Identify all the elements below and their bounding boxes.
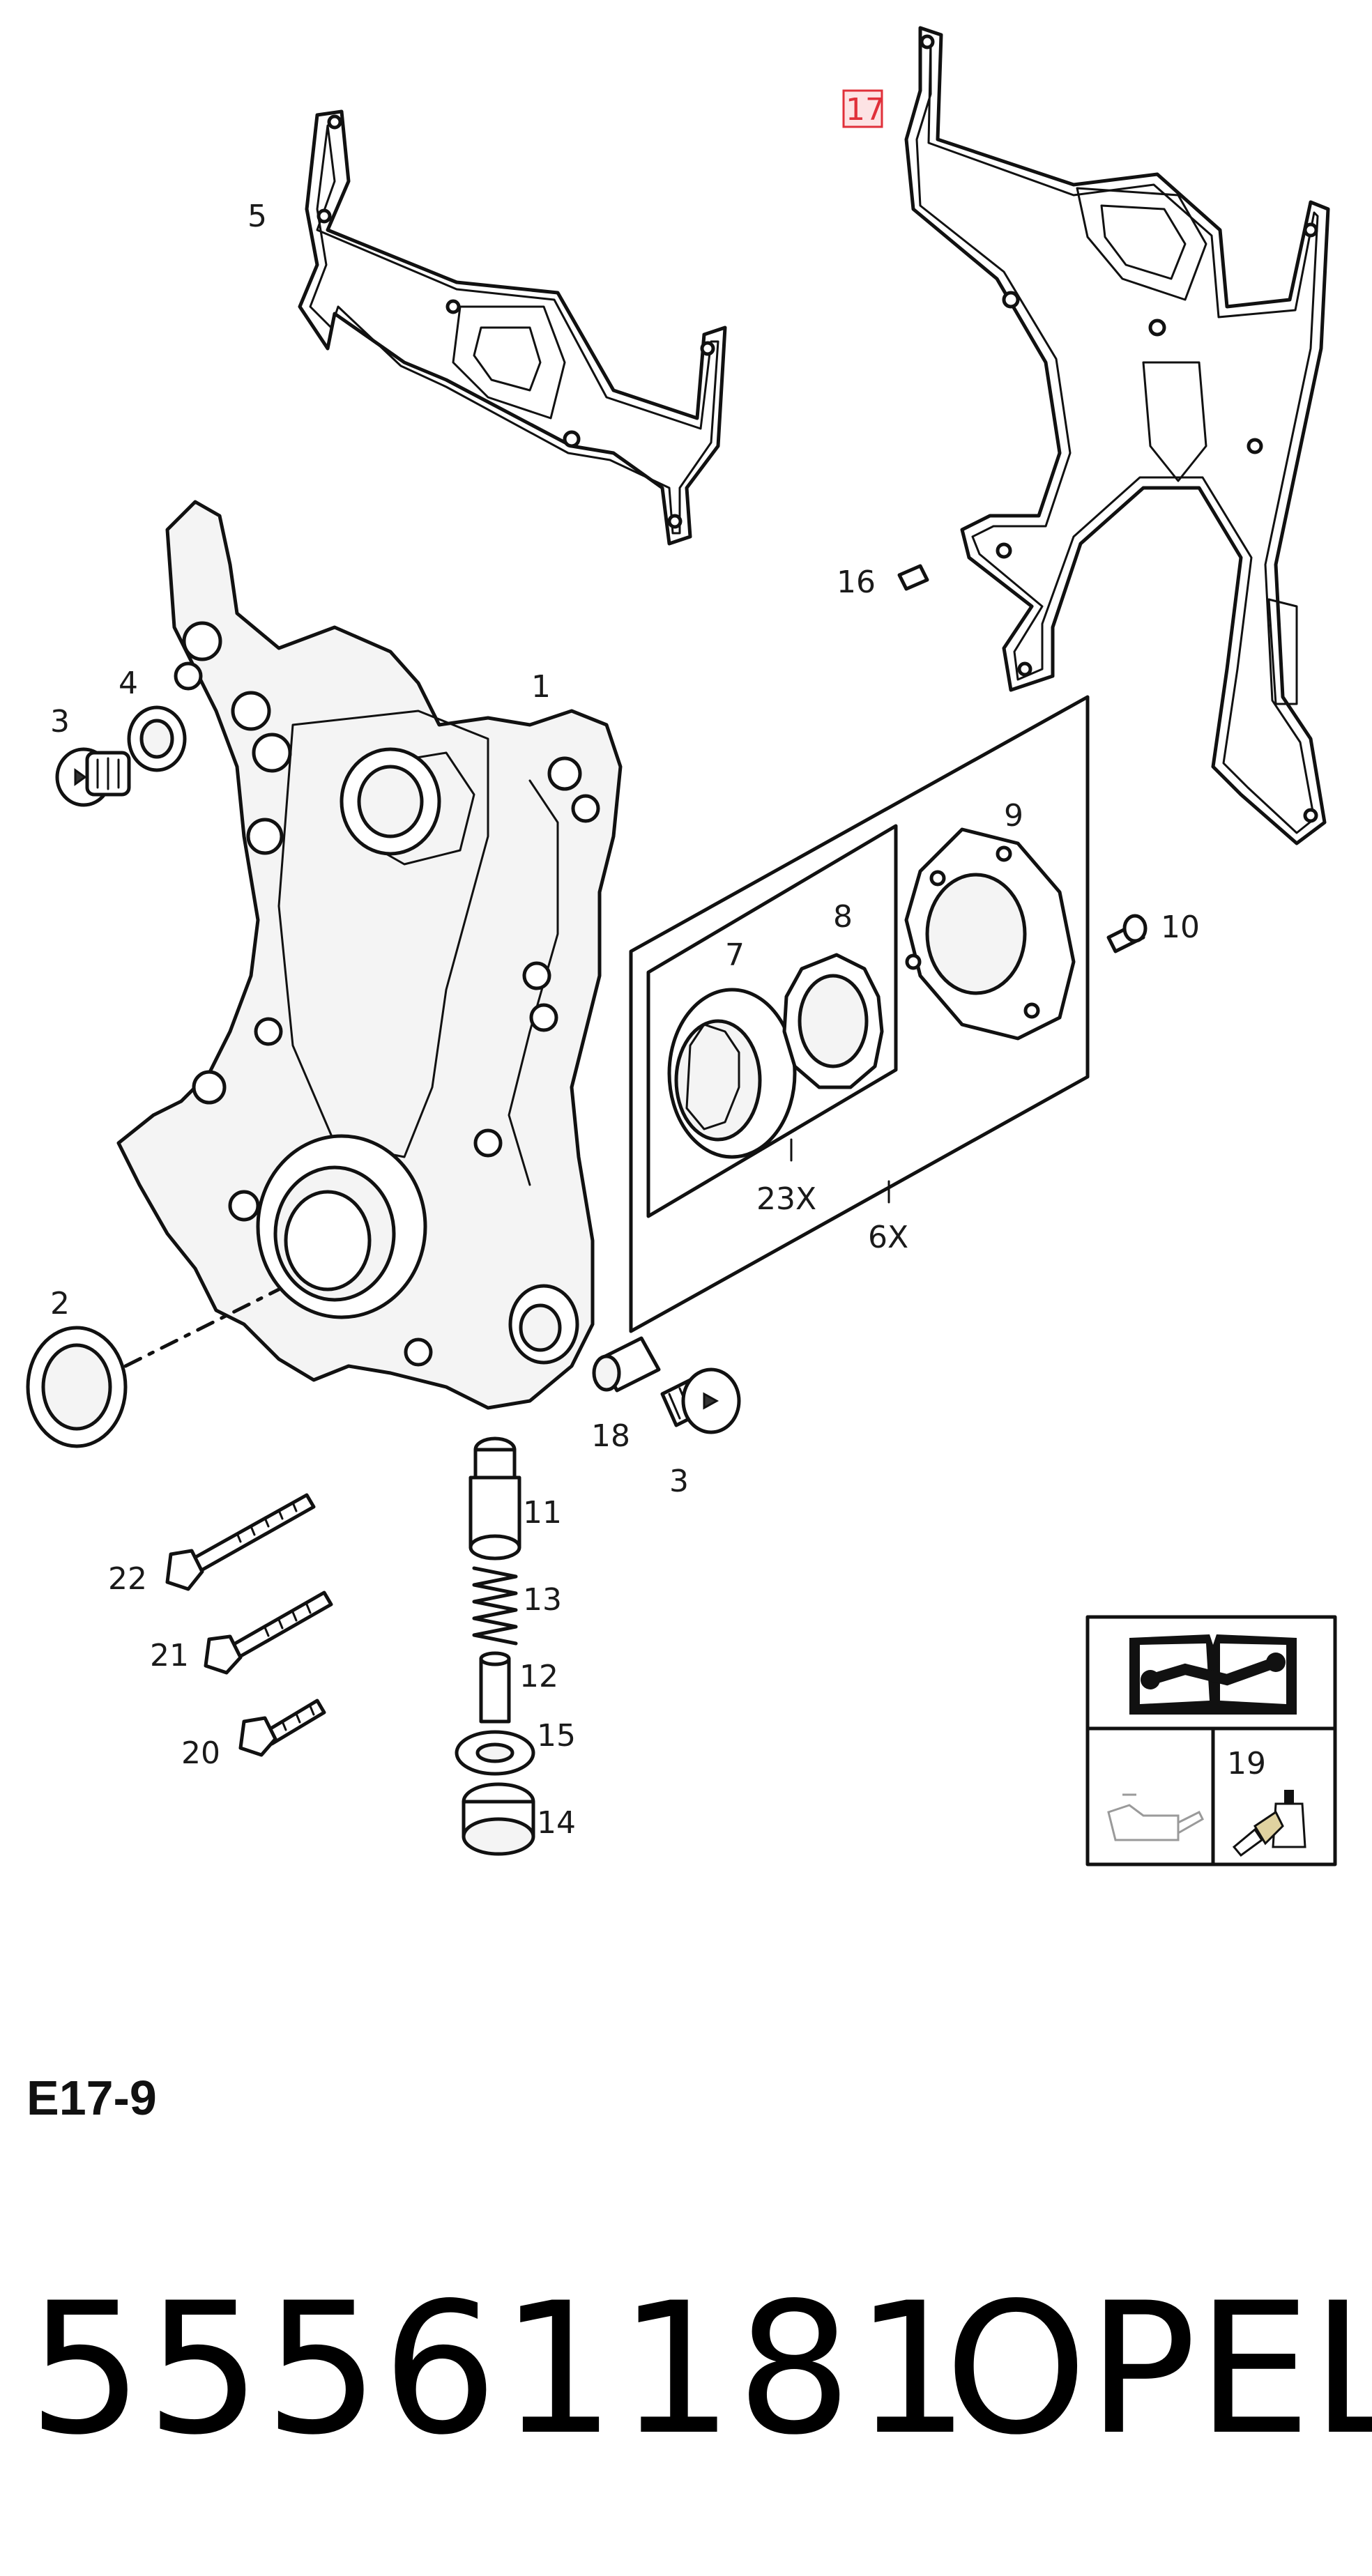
rotor-part-7	[667, 988, 797, 1159]
callout-21: 21	[150, 1638, 189, 1673]
diagram-code: E17-9	[26, 2071, 157, 2125]
callout-2: 2	[50, 1286, 70, 1321]
pump-cover-part-9	[904, 827, 1076, 1041]
bolt-part-22	[165, 1493, 316, 1591]
gear-part-8	[782, 953, 884, 1089]
brand-name: OPEL	[945, 2264, 1372, 2475]
bolt-part-20	[238, 1699, 326, 1757]
callout-17: 17	[846, 92, 885, 128]
callout-17-highlight	[842, 89, 883, 128]
callout-13: 13	[523, 1582, 562, 1618]
valve-spring-part-13	[472, 1566, 518, 1646]
callout-19: 19	[1227, 1746, 1266, 1781]
plug-part-14	[462, 1782, 535, 1856]
callout-6: 6X	[868, 1220, 908, 1255]
callout-8: 8	[833, 899, 853, 935]
gasket-part-17	[904, 26, 1330, 845]
callout-15: 15	[537, 1718, 576, 1754]
sleeve-part-12	[479, 1651, 511, 1724]
legend-box: 19	[1085, 1615, 1337, 1866]
gasket-part-5	[298, 109, 727, 546]
callout-7: 7	[725, 937, 745, 973]
callout-5: 5	[247, 199, 267, 234]
callout-20: 20	[181, 1735, 220, 1771]
screw-part-10	[1106, 914, 1148, 953]
timing-cover-part-1	[116, 500, 623, 1410]
callout-22: 22	[108, 1561, 147, 1597]
callout-9: 9	[1004, 798, 1023, 834]
callout-18: 18	[591, 1418, 630, 1454]
plug-part-3a	[55, 747, 131, 807]
callout-12: 12	[519, 1659, 558, 1694]
dowel-pin-part-16	[897, 564, 929, 591]
callout-16: 16	[837, 565, 876, 600]
washer-part-15	[455, 1730, 535, 1776]
washer-part-4	[127, 705, 187, 772]
callout-14: 14	[537, 1805, 576, 1841]
callout-1: 1	[531, 669, 551, 705]
callout-3a: 3	[50, 704, 70, 739]
callout-23: 23X	[756, 1181, 816, 1217]
oil-can-icon	[1107, 1793, 1204, 1841]
manual-book-wrench-icon	[1129, 1634, 1297, 1715]
callout-10: 10	[1161, 910, 1200, 945]
sleeve-part-18	[592, 1336, 661, 1393]
callout-4: 4	[119, 666, 138, 701]
callout-3b: 3	[669, 1464, 689, 1499]
crank-seal-part-2	[26, 1287, 281, 1448]
callout-11: 11	[523, 1495, 562, 1531]
plug-part-3b	[660, 1367, 741, 1434]
sealant-bottle-icon	[1232, 1790, 1306, 1857]
valve-piston-part-11	[468, 1436, 521, 1561]
part-number: 55561181	[28, 2264, 973, 2475]
bolt-part-21	[204, 1590, 333, 1675]
oil-pump-kit-box-part-6	[629, 695, 1090, 1333]
